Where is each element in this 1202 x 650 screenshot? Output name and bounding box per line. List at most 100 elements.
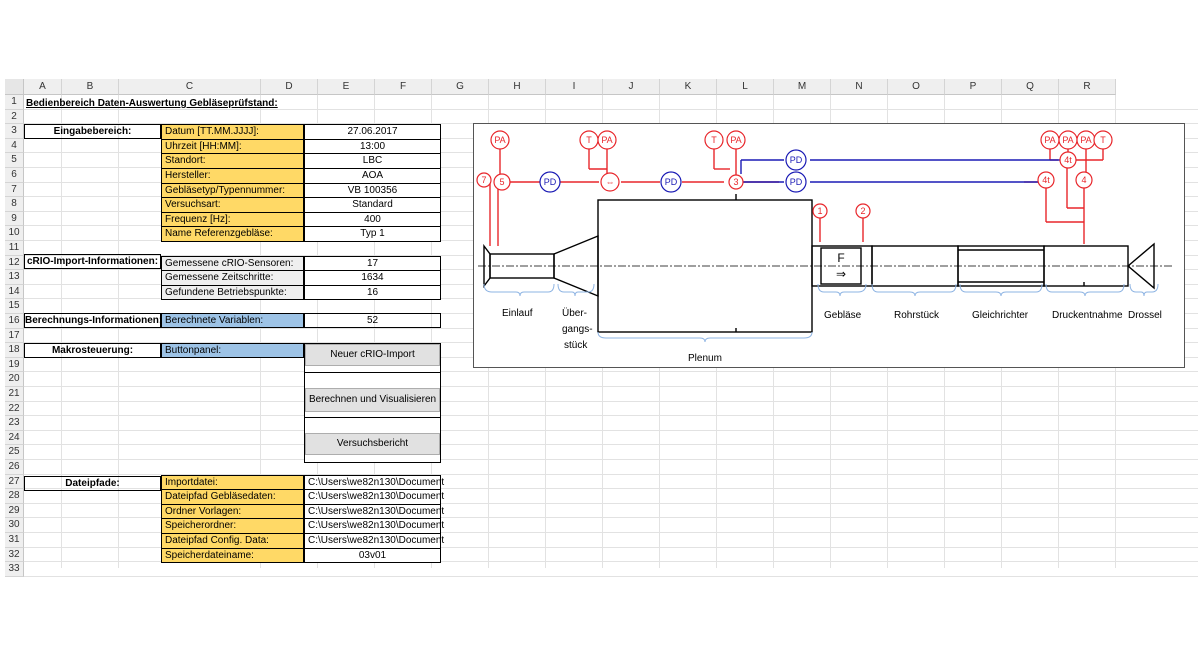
row-header[interactable]: 16 — [5, 314, 24, 329]
input-field-value[interactable]: 27.06.2017 — [304, 124, 441, 140]
row-header[interactable]: 18 — [5, 343, 24, 358]
gridline — [317, 95, 318, 568]
row-header[interactable]: 32 — [5, 547, 24, 563]
paths-field-label: Speicherdateiname: — [161, 547, 304, 564]
column-header[interactable]: P — [945, 79, 1002, 95]
input-field-value[interactable]: Typ 1 — [304, 226, 441, 242]
row-header[interactable]: 17 — [5, 328, 24, 344]
input-field-value[interactable]: Standard — [304, 197, 441, 213]
gridline — [24, 371, 1198, 373]
column-header[interactable]: Q — [1002, 79, 1059, 95]
input-field-value[interactable]: 13:00 — [304, 138, 441, 155]
column-header[interactable]: G — [432, 79, 489, 95]
sensor-flow-label: ⇔ — [606, 177, 615, 187]
row-header[interactable]: 7 — [5, 182, 24, 198]
row-header[interactable]: 4 — [5, 138, 24, 154]
column-header[interactable]: B — [62, 79, 119, 95]
fan-arrow-icon: ⇒ — [836, 267, 846, 281]
row-header[interactable]: 3 — [5, 124, 24, 139]
row-header[interactable]: 30 — [5, 518, 24, 533]
row-header[interactable]: 27 — [5, 474, 24, 490]
label-drossel: Drossel — [1128, 310, 1162, 321]
paths-field-value[interactable]: 03v01 — [304, 547, 441, 564]
red-sensor-labels: PA T PA T PA PA PA PA T 7 5 ⇔ 3 1 2 4t 4… — [481, 135, 1106, 216]
input-field-value[interactable]: 400 — [304, 211, 441, 228]
column-header[interactable]: L — [717, 79, 774, 95]
row-header[interactable]: 8 — [5, 197, 24, 212]
paths-field-value[interactable]: C:\Users\we82n130\Document — [304, 503, 444, 520]
crio-field-value[interactable]: 16 — [304, 284, 441, 301]
column-header[interactable]: C — [119, 79, 261, 95]
crio-field-label: Gefundene Betriebspunkte: — [161, 284, 304, 301]
new-crio-import-button[interactable]: Neuer cRIO-Import — [305, 344, 440, 366]
column-header[interactable]: K — [660, 79, 717, 95]
sensor-pa-label: PA — [601, 135, 612, 145]
sensor-5-label: 5 — [499, 177, 504, 187]
row-header[interactable]: 6 — [5, 168, 24, 183]
blue-sensor-labels: PD PD PD PD — [544, 155, 803, 187]
blue-sensor-lines — [740, 159, 1060, 183]
row-header[interactable]: 21 — [5, 387, 24, 402]
column-header[interactable]: D — [261, 79, 318, 95]
row-header[interactable]: 9 — [5, 211, 24, 227]
select-all-corner[interactable] — [5, 79, 24, 95]
row-header[interactable]: 15 — [5, 299, 24, 314]
row-header[interactable]: 26 — [5, 460, 24, 475]
paths-field-label: Speicherordner: — [161, 518, 304, 534]
row-header[interactable]: 5 — [5, 153, 24, 168]
sensor-4t-label: 4t — [1064, 155, 1072, 165]
column-header[interactable]: R — [1059, 79, 1116, 95]
calculate-visualize-button[interactable]: Berechnen und Visualisieren — [305, 388, 440, 412]
gridline — [24, 532, 1198, 533]
row-header[interactable]: 2 — [5, 109, 24, 125]
row-header[interactable]: 13 — [5, 270, 24, 285]
gridline — [24, 488, 1198, 490]
input-field-value[interactable]: AOA — [304, 168, 441, 184]
paths-field-value[interactable]: C:\Users\we82n130\Document — [304, 518, 444, 534]
row-header[interactable]: 12 — [5, 255, 24, 271]
row-header[interactable]: 19 — [5, 357, 24, 373]
crio-field-value[interactable]: 1634 — [304, 270, 441, 286]
column-header[interactable]: H — [489, 79, 546, 95]
row-header[interactable]: 25 — [5, 445, 24, 460]
row-header[interactable]: 28 — [5, 489, 24, 504]
row-header[interactable]: 14 — [5, 284, 24, 300]
gridline — [24, 400, 1198, 402]
input-field-value[interactable]: VB 100356 — [304, 182, 441, 199]
row-header[interactable]: 31 — [5, 533, 24, 548]
calc-value[interactable]: 52 — [304, 313, 441, 328]
sensor-4-label: 4 — [1081, 175, 1086, 185]
test-rig-diagram[interactable]: PA T PA T PA PA PA PA T 7 5 ⇔ 3 1 2 4t 4… — [473, 123, 1185, 368]
column-header[interactable]: E — [318, 79, 375, 95]
row-header[interactable]: 1 — [5, 95, 24, 110]
row-header[interactable]: 10 — [5, 226, 24, 241]
row-header[interactable]: 20 — [5, 372, 24, 387]
test-report-button[interactable]: Versuchsbericht — [305, 433, 440, 455]
paths-field-value[interactable]: C:\Users\we82n130\Document — [304, 533, 444, 549]
input-field-label: Datum [TT.MM.JJJJ]: — [161, 124, 304, 140]
gridline — [24, 444, 1198, 446]
column-header[interactable]: M — [774, 79, 831, 95]
gridline — [24, 546, 1198, 548]
row-header[interactable]: 23 — [5, 416, 24, 431]
row-header[interactable]: 22 — [5, 401, 24, 417]
column-header[interactable]: N — [831, 79, 888, 95]
column-header[interactable]: O — [888, 79, 945, 95]
column-header[interactable]: I — [546, 79, 603, 95]
row-header[interactable]: 29 — [5, 503, 24, 519]
row-header[interactable]: 11 — [5, 241, 24, 256]
column-header[interactable]: F — [375, 79, 432, 95]
input-field-label: Name Referenzgebläse: — [161, 226, 304, 242]
row-header[interactable]: 33 — [5, 562, 24, 577]
row-header[interactable]: 24 — [5, 430, 24, 446]
paths-field-value[interactable]: C:\Users\we82n130\Document — [304, 489, 444, 505]
sensor-pa-label: PA — [730, 135, 741, 145]
gridline — [24, 429, 1198, 431]
paths-field-value[interactable]: C:\Users\we82n130\Document — [304, 474, 444, 491]
sensor-pa-label: PA — [1044, 135, 1055, 145]
column-header[interactable]: A — [24, 79, 62, 95]
input-field-value[interactable]: LBC — [304, 153, 441, 169]
column-header[interactable]: J — [603, 79, 660, 95]
sensor-pa-label: PA — [1080, 135, 1091, 145]
crio-field-value[interactable]: 17 — [304, 255, 441, 272]
